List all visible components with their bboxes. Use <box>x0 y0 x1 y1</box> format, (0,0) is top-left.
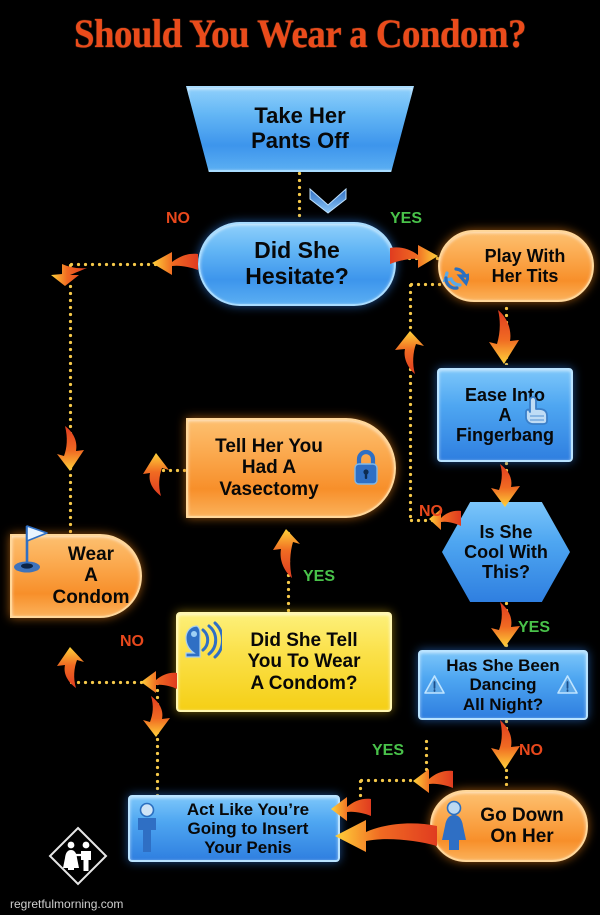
refresh-icon <box>443 267 469 290</box>
edge-label-dancing-yes: YES <box>372 742 405 759</box>
node-label-cool: Is She Cool With This? <box>464 521 548 583</box>
page-title: Should You Wear a Condom? <box>73 11 527 56</box>
connector-dancing-yes-h <box>358 778 428 783</box>
arrowhead-hesitate-yes-right <box>388 240 440 272</box>
connector-into-vasectomy <box>160 468 188 473</box>
edge-label-cool-yes: YES <box>518 619 551 636</box>
female-figure-icon <box>442 800 466 850</box>
node-play-with-her-tits[interactable]: Play With Her Tits <box>438 230 594 302</box>
connector-dancing-yes-v1 <box>424 738 429 786</box>
arrowhead-cool-no-up <box>394 330 426 376</box>
node-label-tellyou: Did She Tell You To Wear A Condom? <box>247 630 361 694</box>
arrowhead-cool-no-left <box>428 506 462 532</box>
edge-label-hesitate-yes: YES <box>390 210 423 227</box>
arrowhead-act-to-tellyou-down <box>142 694 172 738</box>
speaker-icon <box>185 621 222 659</box>
node-label-dancing: Has She Been Dancing All Night? <box>446 656 560 714</box>
arrowhead-left-column-down <box>56 424 86 472</box>
arrowhead-cool-yes-down <box>490 600 522 648</box>
node-label-hesitate: Did She Hesitate? <box>245 237 349 289</box>
connector-start-to-hesitate <box>297 170 302 218</box>
warning-triangle-icon-2 <box>557 675 578 694</box>
edge-label-tellyou-no: NO <box>120 633 144 650</box>
lock-icon <box>354 449 378 485</box>
arrowhead-dancing-yes-into-act <box>330 794 372 824</box>
node-wear-a-condom[interactable]: Wear A Condom <box>10 534 142 618</box>
node-ease-into-a-fingerbang[interactable]: Ease Into A Fingerbang <box>437 368 573 462</box>
node-take-her-pants-off[interactable]: Take Her Pants Off <box>186 86 414 172</box>
arrowhead-into-vasectomy <box>142 452 172 498</box>
arrowhead-fingerbang-to-cool <box>490 462 522 508</box>
golf-flag-icon <box>14 525 48 573</box>
connector-cool-no-h <box>408 518 444 523</box>
node-is-she-cool-with-this[interactable]: Is She Cool With This? <box>442 502 570 602</box>
connector-hesitate-no-v <box>68 262 73 572</box>
node-label-tits: Play With Her Tits <box>484 245 566 286</box>
connector-hesitate-no-h <box>68 262 168 267</box>
watermark-text: regretfulmorning.com <box>10 897 124 911</box>
node-label-fingerbang: Ease Into A Fingerbang <box>456 384 554 446</box>
warning-triangle-icon <box>424 675 445 694</box>
node-label-start: Take Her Pants Off <box>251 103 349 153</box>
edge-label-cool-no: NO <box>419 503 443 520</box>
male-figure-icon <box>138 802 156 852</box>
edge-label-dancing-no: NO <box>519 742 543 759</box>
connector-cool-no-v <box>408 282 413 520</box>
node-tell-her-vasectomy[interactable]: Tell Her You Had A Vasectomy <box>186 418 396 518</box>
node-label-vasectomy: Tell Her You Had A Vasectomy <box>215 436 323 500</box>
arrowhead-dancing-yes-left <box>412 766 454 796</box>
node-label-act: Act Like You’re Going to Insert Your Pen… <box>186 799 310 858</box>
edge-label-hesitate-no: NO <box>166 210 190 227</box>
node-label-godown: Go Down On Her <box>480 804 564 847</box>
arrowhead-tellyou-no-left <box>140 668 178 696</box>
arrowhead-tellyou-yes-up <box>272 528 302 580</box>
arrowhead-tellyou-no-up <box>56 646 86 690</box>
arrowhead-wear-down <box>51 255 87 295</box>
arrowhead-godown-to-act <box>334 818 438 854</box>
node-label-wear: Wear A Condom <box>52 544 130 608</box>
chevron-down-icon <box>308 186 348 214</box>
connector-cool-no-top <box>408 282 448 287</box>
couple-diamond-logo-icon <box>48 826 108 886</box>
connector-tellyou-no-h <box>68 680 160 685</box>
node-did-she-tell-you[interactable]: Did She Tell You To Wear A Condom? <box>176 612 392 712</box>
node-did-she-hesitate[interactable]: Did She Hesitate? <box>198 222 396 306</box>
node-act-like-insert[interactable]: Act Like You’re Going to Insert Your Pen… <box>128 795 340 862</box>
arrowhead-tits-to-fingerbang <box>488 308 522 366</box>
arrowhead-hesitate-no-left <box>150 248 200 278</box>
edge-label-tellyou-yes: YES <box>303 568 336 585</box>
connector-dancing-yes-v2 <box>358 778 363 808</box>
node-has-she-been-dancing-all-night[interactable]: Has She Been Dancing All Night? <box>418 650 588 720</box>
pointing-hand-icon <box>525 396 548 425</box>
arrowhead-dancing-no-down <box>490 718 522 770</box>
connector-act-to-tellyou <box>155 680 160 798</box>
